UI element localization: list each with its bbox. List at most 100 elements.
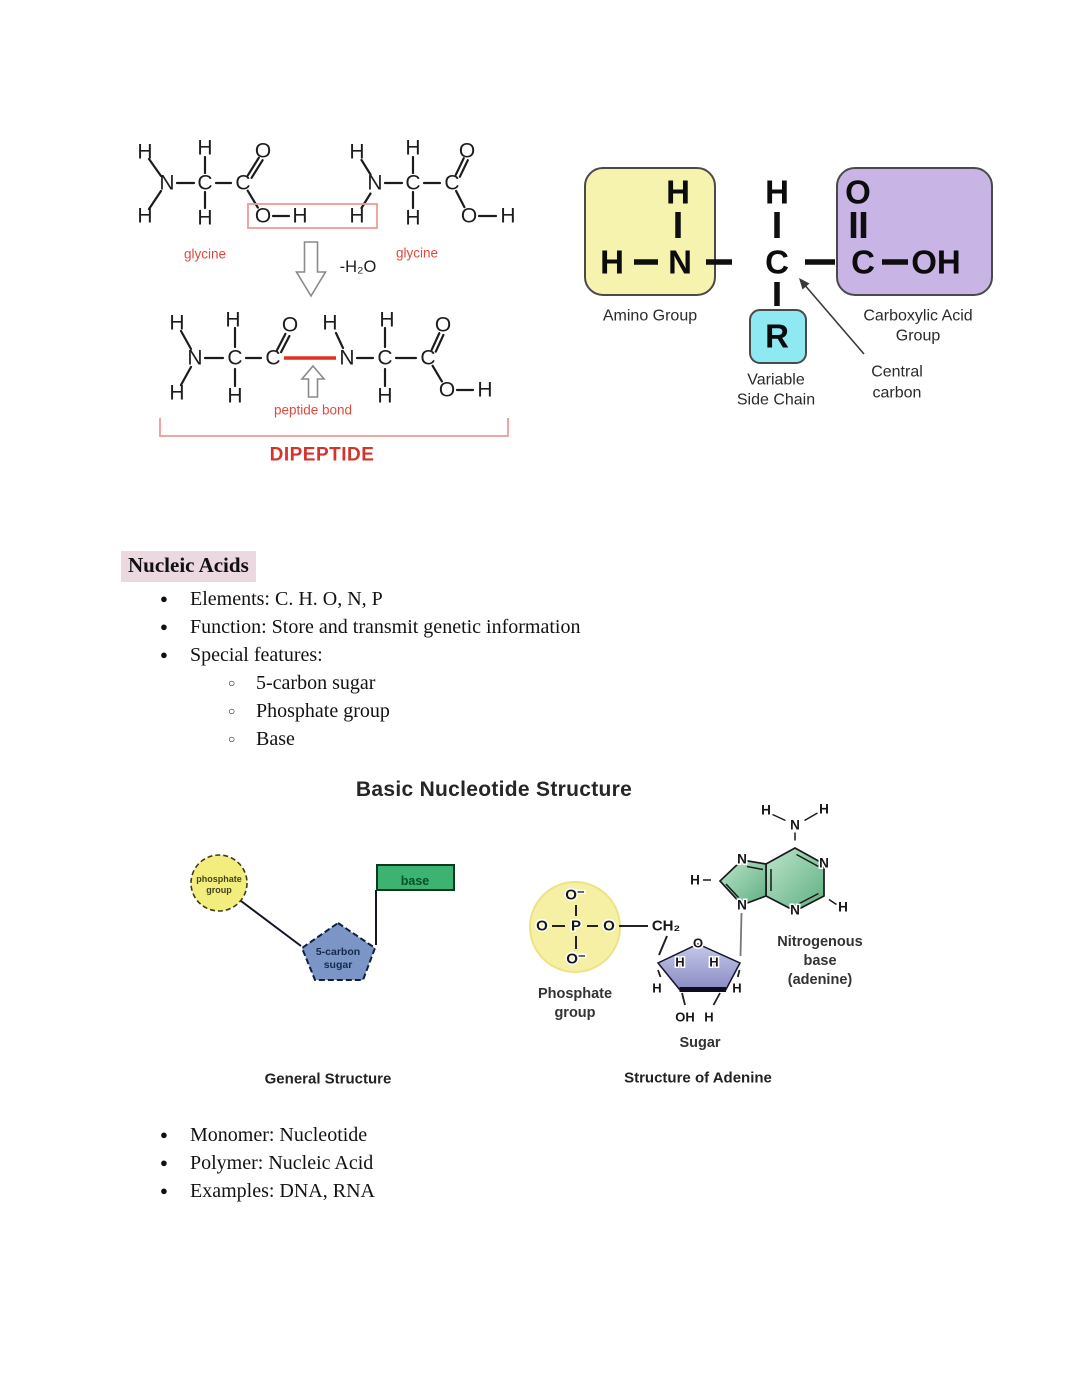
- atom-label: O: [435, 314, 451, 337]
- bullet-icon: ●: [160, 1127, 168, 1142]
- monomer-bullet-list: ● Monomer: Nucleotide ● Polymer: Nucleic…: [127, 1121, 375, 1205]
- bullet-icon: ●: [160, 647, 168, 662]
- atom-label: H: [761, 803, 771, 818]
- atom-label: C: [377, 347, 392, 370]
- diagram-label: Central: [871, 364, 923, 381]
- atom-label: C: [765, 244, 789, 281]
- atom-label: C: [444, 172, 459, 195]
- phosphate-circle-label: group: [206, 885, 232, 895]
- base-rectangle: [376, 864, 455, 891]
- atom-label: H: [675, 955, 684, 970]
- diagram-label: Side Chain: [737, 392, 815, 409]
- nucleic-acids-heading: Nucleic Acids: [121, 551, 256, 582]
- bullet-icon: ●: [160, 1183, 168, 1198]
- atom-label: H: [197, 207, 212, 230]
- amino-group-box: [584, 167, 716, 296]
- atom-label: H: [349, 205, 364, 228]
- sugar-pentagon-label: sugar: [324, 959, 353, 971]
- five-carbon-sugar-pentagon: [300, 921, 377, 981]
- diagram-label: (adenine): [788, 972, 853, 988]
- adenine-bonds: [703, 812, 837, 906]
- atom-label: H: [819, 802, 829, 817]
- nucleic-acids-bullet-list: ● Elements: C. H. O, N, P ● Function: St…: [127, 585, 580, 753]
- atom-label: N: [159, 172, 174, 195]
- atom-label: C: [227, 347, 242, 370]
- sugar-bonds: [657, 969, 741, 1006]
- atom-label: O: [461, 205, 477, 228]
- amino-acid-bonds: [634, 212, 908, 306]
- minus-water-label: -H₂O: [340, 258, 377, 276]
- atom-label: H: [704, 1010, 713, 1025]
- list-item: ● Monomer: Nucleotide: [127, 1121, 375, 1149]
- atom-label: O: [603, 918, 615, 935]
- base-rect-text: base: [401, 874, 430, 888]
- atom-label: C: [420, 347, 435, 370]
- atom-label: C: [265, 347, 280, 370]
- adenine-five-ring: [718, 859, 767, 906]
- atom-label: O: [845, 174, 871, 211]
- atom-label: H: [137, 205, 152, 228]
- bullet-text: Monomer: Nucleotide: [190, 1123, 368, 1146]
- bullet-text: Elements: C. H. O, N, P: [190, 587, 383, 610]
- peptide-bond-pointer-arrow-icon: [300, 364, 326, 398]
- diagram-label: Sugar: [679, 1035, 720, 1051]
- list-item: ● Function: Store and transmit genetic i…: [127, 613, 580, 641]
- base-rect-label: base: [401, 874, 430, 888]
- adenine-labels: Nitrogenousbase(adenine)PhosphategroupSu…: [538, 934, 863, 1051]
- atom-label: N: [790, 903, 800, 918]
- atom-label: C: [405, 172, 420, 195]
- atom-label: O⁻: [566, 951, 586, 968]
- sub-list-item: ○ Base: [127, 725, 580, 753]
- atom-label: C: [851, 244, 875, 281]
- general-structure-caption: General Structure: [265, 1071, 392, 1088]
- sub-bullet-icon: ○: [228, 675, 236, 690]
- atom-label: H: [709, 955, 718, 970]
- atom-label: O: [282, 314, 298, 337]
- diagram-label: Group: [896, 328, 941, 345]
- glycine-bonds: [147, 155, 498, 392]
- atom-label: H: [765, 174, 789, 211]
- peptide-bond-label: peptide bond: [274, 403, 352, 418]
- atom-label: C: [235, 172, 250, 195]
- diagram-label: Phosphate: [538, 986, 612, 1002]
- central-carbon-arrowhead-icon: [799, 278, 810, 290]
- atom-label: N: [367, 172, 382, 195]
- atom-label: O⁻: [565, 887, 585, 904]
- atom-label: O: [439, 379, 455, 402]
- glycine-right-label: glycine: [396, 246, 438, 261]
- glycine-left-label: glycine: [184, 247, 226, 262]
- atom-label: O: [459, 140, 475, 163]
- diagram-label: Variable: [747, 372, 805, 389]
- atom-label: H: [227, 385, 242, 408]
- atom-label: H: [477, 379, 492, 402]
- atom-label: H: [405, 207, 420, 230]
- atom-label: O: [255, 140, 271, 163]
- bullet-icon: ●: [160, 1155, 168, 1170]
- central-carbon-pointer-line: [802, 282, 865, 355]
- atom-label: C: [197, 172, 212, 195]
- sub-bullet-icon: ○: [228, 731, 236, 746]
- atom-label: H: [732, 981, 741, 996]
- nucleotide-figure-title: Basic Nucleotide Structure: [355, 778, 633, 801]
- atom-label: H: [292, 205, 307, 228]
- bullet-text: Examples: DNA, RNA: [190, 1179, 375, 1202]
- atom-label: N: [339, 347, 354, 370]
- structure-of-adenine-caption: Structure of Adenine: [624, 1070, 772, 1087]
- atom-label: H: [838, 900, 848, 915]
- removed-water-highlight-box: [247, 203, 378, 229]
- bullet-text: Phosphate group: [256, 699, 390, 722]
- atom-label: N: [737, 898, 747, 913]
- glycosidic-bond-line: [739, 912, 743, 957]
- diagram-label: base: [803, 953, 836, 969]
- atom-label: O: [693, 936, 703, 951]
- atom-label: H: [379, 309, 394, 332]
